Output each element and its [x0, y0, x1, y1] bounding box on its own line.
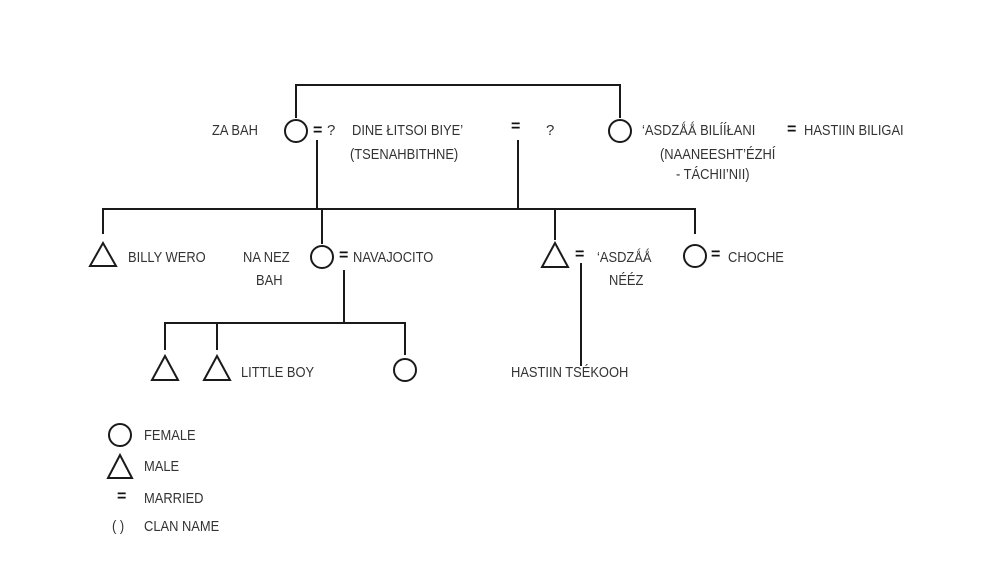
connector-lines [102, 84, 696, 366]
na-nez-bah-female-symbol [310, 245, 334, 269]
legend-male-icon [106, 452, 134, 479]
legend-clan-label: CLAN NAME [144, 518, 220, 535]
legend-female-label: FEMALE [144, 427, 196, 444]
grandchild-female-symbol [393, 358, 417, 382]
unnamed-male-symbol [540, 240, 570, 268]
bililani-clan-label: (NAANEESHT’ÉZHÍ [660, 146, 776, 163]
na-nez-bah-label: NA NEZ [243, 249, 290, 266]
married-symbol: = [511, 118, 521, 135]
legend-married-label: MARRIED [144, 490, 204, 507]
choche-female-symbol [683, 244, 707, 268]
za-bah-label: ZA BAH [212, 122, 258, 139]
hastiin-tsekooh-label: HASTIIN TSÉKOOH [511, 364, 629, 381]
bililani-label: ‘ASDZǺǺ BILÍÍŁANI [642, 122, 756, 139]
married-symbol: = [575, 246, 585, 263]
hastiin-biligai-label: HASTIIN BILIGAI [804, 122, 904, 139]
navajocito-label: NAVAJOCITO [353, 249, 434, 266]
grandchild-male-symbol [150, 353, 180, 381]
choche-label: CHOCHE [728, 249, 784, 266]
little-boy-male-symbol [202, 353, 232, 381]
legend-male-label: MALE [144, 458, 180, 475]
married-symbol: = [711, 246, 721, 263]
married-symbol: = [339, 247, 349, 264]
billy-wero-male-symbol [88, 240, 118, 267]
grandchildren-bracket [164, 322, 406, 355]
top-sibling-bracket [295, 84, 621, 118]
legend-female-icon [108, 423, 132, 447]
billy-wero-label: BILLY WERO [128, 249, 206, 266]
dine-ltsoi-label: DINE ŁITSOI BIYE’ [352, 122, 464, 139]
little-boy-label: LITTLE BOY [241, 364, 315, 381]
legend-clan-symbol: ( ) [112, 518, 125, 535]
za-bah-female-symbol [284, 119, 308, 143]
dine-clan-label: (TSENAHBITHNE) [350, 146, 459, 163]
unknown-spouse-label: ? [327, 122, 336, 139]
bililani-clan-label-cont: - TÁCHII’NII) [676, 166, 750, 183]
married-symbol: = [313, 122, 323, 139]
asdzaa-neez-label: ‘ASDZǺǺ [597, 249, 652, 266]
bililani-female-symbol [608, 119, 632, 143]
legend-married-symbol: = [117, 488, 127, 505]
unknown-spouse-label: ? [546, 122, 555, 139]
children-bracket [102, 208, 696, 234]
na-nez-bah-label-cont: BAH [256, 272, 283, 289]
married-symbol: = [787, 121, 797, 138]
asdzaa-neez-label-cont: NÉÉZ [609, 272, 644, 289]
